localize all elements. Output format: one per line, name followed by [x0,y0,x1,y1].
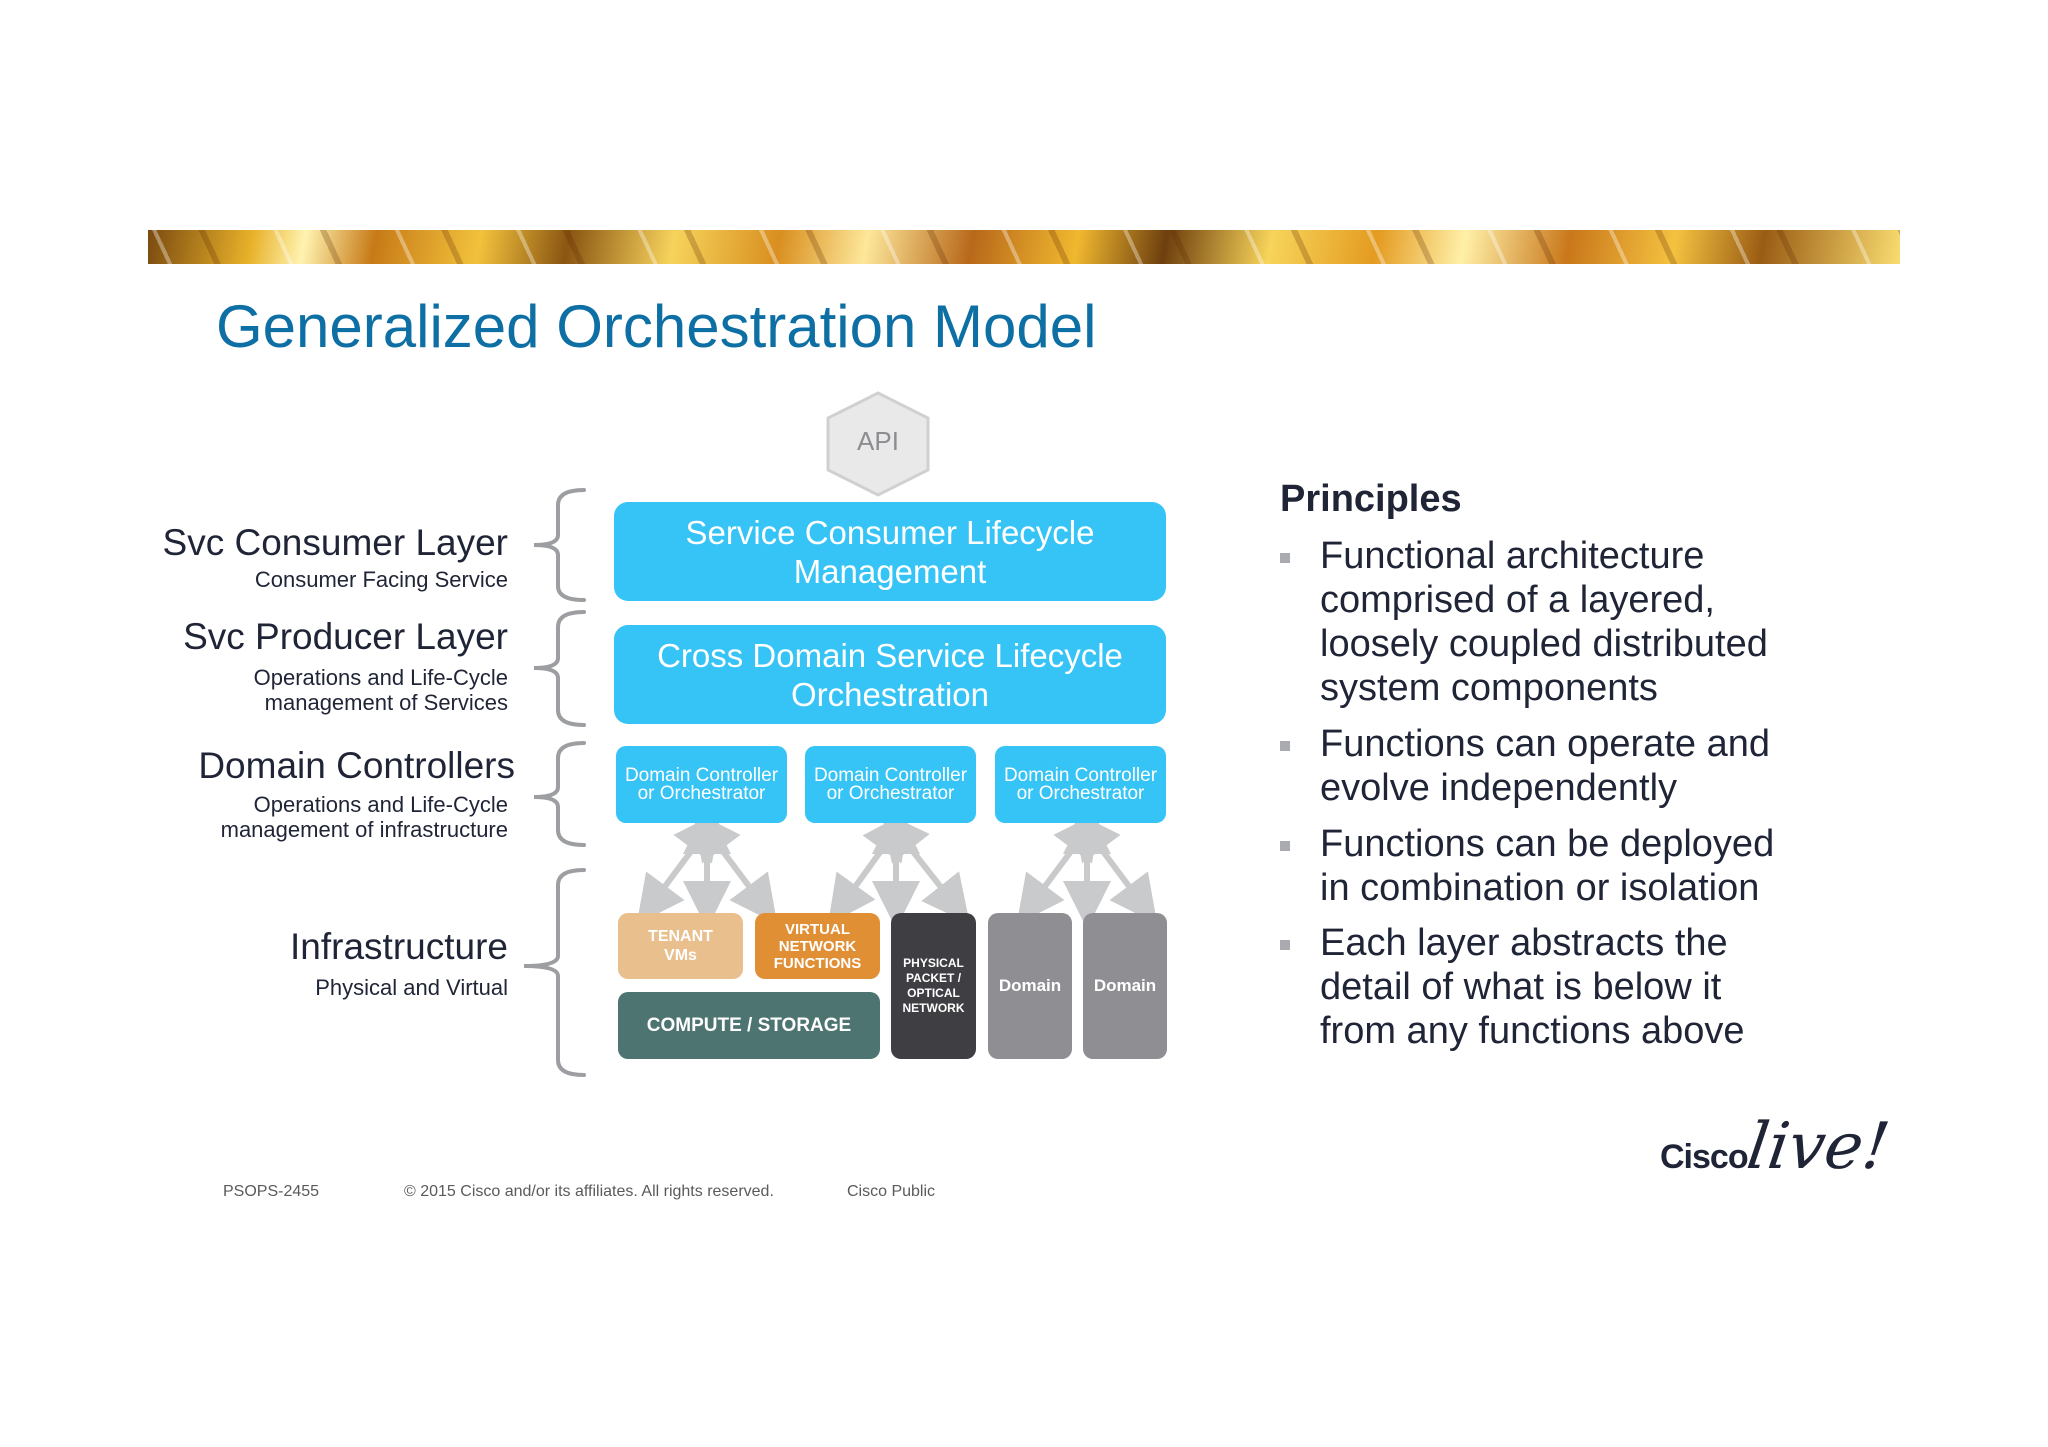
layer-domain-sub: Operations and Life-Cycle management of … [220,792,508,842]
api-label: API [857,426,899,456]
principles-heading: Principles [1280,478,1462,520]
domain-box-1: Domain [988,913,1072,1059]
domain-box-2: Domain [1083,913,1167,1059]
compute-storage-box: COMPUTE / STORAGE [618,992,880,1059]
api-arrow-icon [826,391,930,497]
bracket-infra [523,868,586,1077]
bullet-icon [1280,741,1290,751]
header-banner [148,230,1900,264]
arrow-dc2-left [827,810,911,925]
layer-infra-name: Infrastructure [290,926,508,967]
arrow-dc3-right [1072,810,1158,925]
bullet-icon [1280,940,1290,950]
cisco-live-logo: Ciscolive! [1660,1110,1894,1184]
bracket-producer [533,610,586,727]
footer-classification: Cisco Public [847,1183,936,1200]
layer-consumer-name: Svc Consumer Layer [162,522,508,563]
bullet-icon [1280,553,1290,563]
bracket-domain [533,741,586,847]
layer-producer-sub: Operations and Life-Cycle management of … [253,665,508,715]
layer-domain-name: Domain Controllers [198,745,515,786]
layer-infra-sub: Physical and Virtual [315,975,508,1000]
footer-copyright: © 2015 Cisco and/or its affiliates. All … [404,1183,774,1200]
arrow-dc1-left [636,810,722,925]
layer-producer-name: Svc Producer Layer [183,616,508,657]
footer-session-code: PSOPS-2455 [223,1183,320,1200]
bracket-consumer [533,488,586,602]
slide-title: Generalized Orchestration Model [216,293,1097,360]
arrow-dc1-right [692,810,778,925]
arrow-dc3-left [1016,810,1102,925]
layer-consumer-sub: Consumer Facing Service [254,567,508,592]
bullet-icon [1280,841,1290,851]
arrow-dc2-right [881,811,970,924]
